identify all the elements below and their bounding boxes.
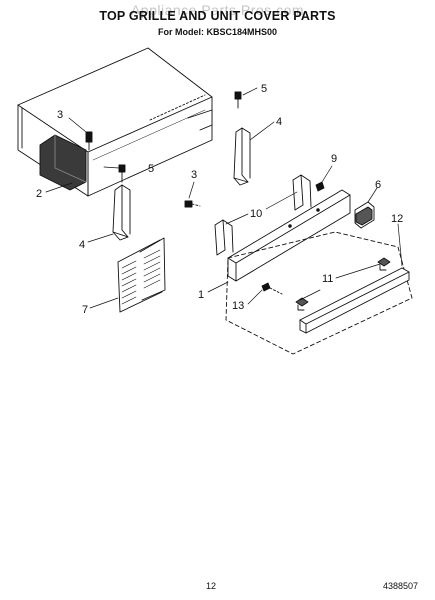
- clip-11-upper: [377, 257, 391, 271]
- page-number: 12: [206, 581, 217, 591]
- screw-3-upper: [85, 131, 93, 151]
- dashed-assembly-box-12: [225, 231, 413, 355]
- end-cap-6: [354, 201, 375, 229]
- callout-12: 12: [391, 213, 403, 225]
- watermark: Appliance Parts Pros.com: [130, 2, 305, 18]
- callout-1: 1: [198, 289, 204, 301]
- leader-lines: [45, 87, 403, 309]
- callout-3-upper: 3: [57, 109, 63, 121]
- callout-13: 13: [232, 300, 244, 312]
- bracket-10-right: [292, 174, 312, 211]
- front-panel-1: [227, 189, 351, 282]
- unit-cover: [17, 47, 213, 197]
- bracket-4-right: [233, 127, 251, 186]
- callout-4-left: 4: [79, 239, 85, 251]
- screw-13: [261, 282, 283, 295]
- callout-5-right: 5: [261, 83, 267, 95]
- bracket-10-left: [214, 219, 234, 256]
- callout-7: 7: [82, 304, 88, 316]
- bracket-4-left: [112, 184, 131, 241]
- electrical-box: [39, 134, 87, 191]
- callout-3-middle: 3: [191, 169, 197, 181]
- document-number: 4388507: [383, 581, 419, 591]
- screw-3-middle: [184, 200, 201, 208]
- nut-9: [315, 181, 325, 192]
- callout-6: 6: [375, 179, 381, 191]
- screw-5-left: [118, 164, 126, 183]
- clip-11-lower: [295, 297, 309, 311]
- callouts: 3 2 5 4 7 5 4 3 10 9 6 12 1 11 13: [36, 83, 403, 316]
- grille-7: [117, 237, 166, 313]
- callout-11: 11: [322, 273, 333, 285]
- model-subtitle: For Model: KBSC184MHS00: [157, 27, 278, 37]
- callout-5-left: 5: [148, 163, 154, 175]
- callout-9: 9: [331, 153, 337, 165]
- callout-2: 2: [36, 188, 42, 200]
- screw-5-right: [234, 91, 242, 109]
- callout-4-right: 4: [276, 116, 282, 128]
- rail-12: [299, 267, 410, 334]
- callout-10: 10: [250, 208, 262, 220]
- page-title: TOP GRILLE AND UNIT COVER PARTS: [99, 9, 336, 23]
